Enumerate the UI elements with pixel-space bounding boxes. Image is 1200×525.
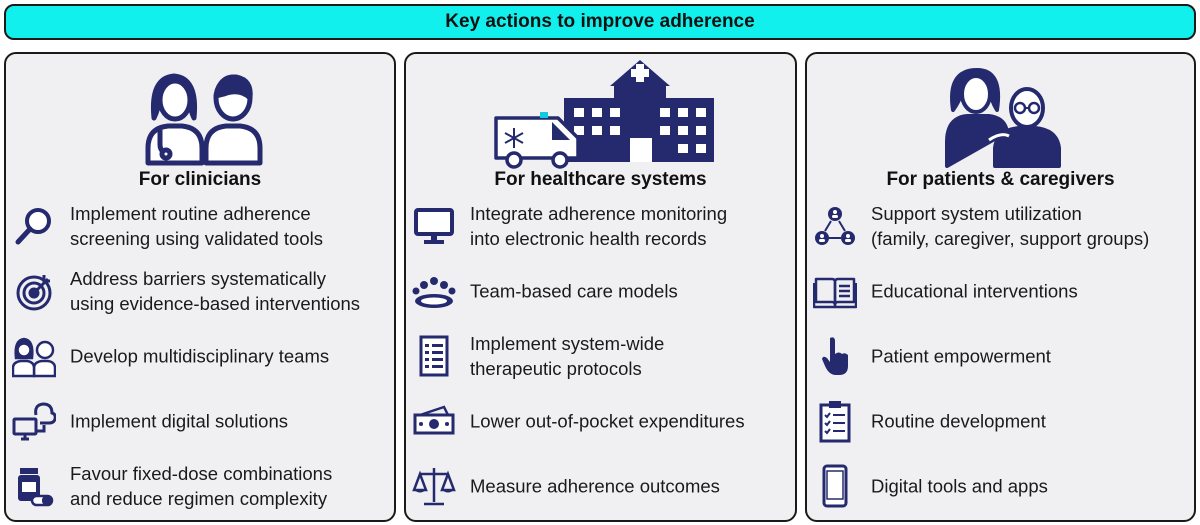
meeting-icon (412, 269, 456, 313)
hero (6, 54, 394, 194)
list-item: Measure adherence outcomes (406, 456, 795, 516)
pill-bottle-icon (12, 464, 56, 508)
list-item: Lower out-of-pocket expenditures (406, 391, 795, 451)
list-item: Implement routine adherence screening usi… (6, 196, 394, 256)
item-line: Integrate adherence monitoring (470, 203, 728, 224)
item-line: Support system utilization (871, 203, 1082, 224)
item-line: Implement digital solutions (70, 410, 288, 432)
list-item: Implement system-wide therapeutic protoco… (406, 326, 795, 386)
checklist-icon (412, 334, 456, 378)
item-line: into electronic health records (470, 228, 707, 249)
list-item: Educational interventions (807, 261, 1194, 321)
list-item: Support system utilization (family, careg… (807, 196, 1194, 256)
hero (406, 54, 795, 194)
cloud-computer-icon (12, 399, 56, 443)
panel-title: For clinicians (138, 169, 262, 190)
hospital-ambulance-icon (494, 60, 714, 169)
panel-healthcare-systems: For healthcare systems Integrate adheren… (404, 52, 797, 522)
list-item: Implement digital solutions (6, 391, 394, 451)
team-icon (12, 334, 56, 378)
title-banner: Key actions to improve adherence (4, 4, 1196, 40)
item-line: Patient empowerment (871, 345, 1051, 367)
item-line: Implement routine adherence (70, 203, 311, 224)
clipboard-icon (813, 399, 857, 443)
money-icon (412, 399, 456, 443)
list-item: Favour fixed-dose combinations and reduce… (6, 456, 394, 516)
panel-title: For healthcare systems (494, 169, 707, 190)
list-item: Integrate adherence monitoring into elect… (406, 196, 795, 256)
item-line: Lower out-of-pocket expenditures (470, 410, 745, 432)
list-item: Patient empowerment (807, 326, 1194, 386)
item-line: Educational interventions (871, 280, 1078, 302)
list-item: Digital tools and apps (807, 456, 1194, 516)
scales-icon (412, 464, 456, 508)
target-icon (12, 269, 56, 313)
item-line: Implement system-wide (470, 333, 665, 354)
item-line: Favour fixed-dose combinations (70, 463, 333, 484)
panel-title: For patients & caregivers (886, 169, 1115, 190)
magnifier-icon (12, 204, 56, 248)
phone-icon (813, 464, 857, 508)
caregiver-patient-icon (945, 68, 1061, 168)
item-line: screening using validated tools (70, 228, 323, 249)
panel-patients-caregivers: For patients & caregivers Support system… (805, 52, 1196, 522)
item-line: Digital tools and apps (871, 475, 1048, 497)
hero (807, 54, 1194, 194)
item-line: Team-based care models (470, 280, 678, 302)
list-item: Develop multidisciplinary teams (6, 326, 394, 386)
page-title: Key actions to improve adherence (445, 11, 755, 32)
pointing-hand-icon (813, 334, 857, 378)
list-item: Team-based care models (406, 261, 795, 321)
item-line: Routine development (871, 410, 1046, 432)
item-line: Measure adherence outcomes (470, 475, 720, 497)
network-icon (813, 204, 857, 248)
clinicians-icon (145, 73, 263, 166)
item-line: Address barriers systematically (70, 268, 326, 289)
book-icon (813, 269, 857, 313)
item-line: (family, caregiver, support groups) (871, 228, 1150, 249)
item-line: therapeutic protocols (470, 358, 642, 379)
item-line: Develop multidisciplinary teams (70, 345, 330, 367)
panel-clinicians: For clinicians Implement routine adheren… (4, 52, 396, 522)
monitor-icon (412, 204, 456, 248)
list-item: Routine development (807, 391, 1194, 451)
list-item: Address barriers systematically using evi… (6, 261, 394, 321)
item-line: and reduce regimen complexity (70, 488, 328, 509)
item-line: using evidence-based interventions (70, 293, 361, 314)
